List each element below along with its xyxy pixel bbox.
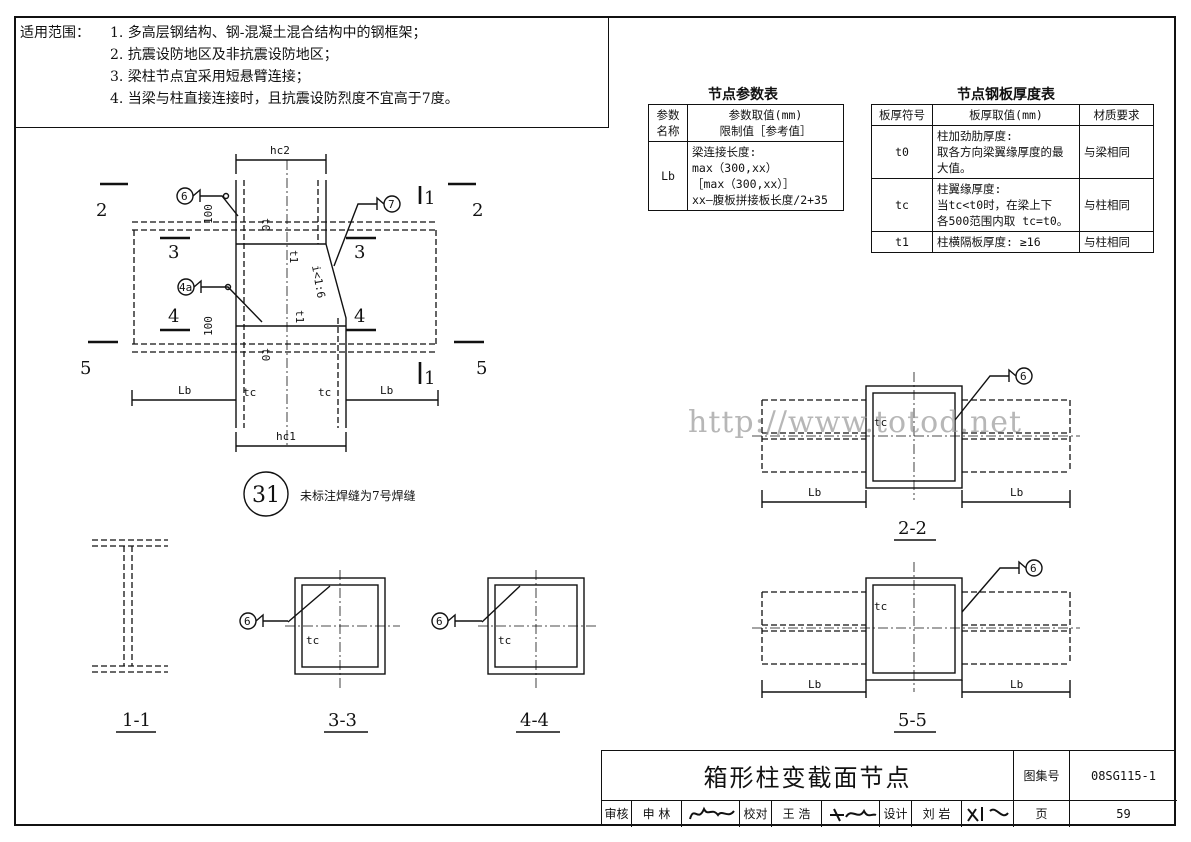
reviewer-name: 申 林 [632,801,682,827]
section-mark-4-right: 4 [354,306,365,327]
label-tc: tc [498,634,511,647]
scope-line-2: 2. 抗震设防地区及非抗震设防地区； [110,47,338,63]
dim-hc1: hc1 [276,430,296,443]
node-number-circle [243,471,289,517]
weld-callout-7: 7 [388,198,395,211]
scope-notes: 适用范围： 1. 多高层钢结构、钢-混凝土混合结构中的钢框架； 2. 抗震设防地… [14,16,609,128]
dim-lb-left: Lb [178,384,191,397]
section-4-4: 6 tc 4-4 [431,570,598,733]
weld-callout-4a: 4a [179,281,192,294]
label-t0-top: t0 [259,218,272,231]
weld-callout-6: 6 [1030,562,1037,575]
section-mark-3-right: 3 [354,242,365,263]
plate-row-desc: 柱翼缘厚度: [937,182,1002,196]
scope-line-4: 4. 当梁与柱直接连接时，且抗震设防烈度不宜高于7度。 [110,91,459,107]
section-mark-2-left: 2 [96,200,107,221]
weld-note: 未标注焊缝为7号焊缝 [300,488,416,503]
section-label-3-3: 3-3 [328,710,357,731]
drawing-frame [14,16,1176,826]
dim-lb-right: Lb [380,384,393,397]
plate-table: 板厚符号 板厚取值(mm) 材质要求 t0 柱加劲肋厚度:取各方向梁翼缘厚度的最… [871,104,1154,253]
dim-hc2: hc2 [270,144,290,157]
param-table-title: 节点参数表 [708,87,778,103]
checker-signature [822,801,880,827]
node-number: 31 [252,483,280,508]
label-t1-top: t1 [287,250,300,263]
atlas-number: 08SG115-1 [1070,751,1177,801]
weld-callout-6: 6 [244,615,251,628]
section-mark-2-right: 2 [472,200,483,221]
dim-lb-left: Lb [808,486,821,499]
plate-row-desc: 当tc<t0时，在梁上下 [937,198,1053,212]
reviewer-signature [682,801,740,827]
review-label: 审核 [602,801,632,827]
label-tc: tc [306,634,319,647]
scope-heading: 适用范围： [20,25,90,41]
section-label-4-4: 4-4 [520,710,549,731]
section-label-1-1: 1-1 [122,710,151,731]
page-label: 页 [1014,801,1070,827]
dim-lb-right: Lb [1010,486,1023,499]
plate-row-material: 与梁相同 [1079,125,1154,179]
param-header-limit: 限制值［参考值］ [719,124,812,138]
section-mark-1-bottom: 1 [424,368,435,389]
label-tc: tc [874,416,887,429]
plate-table-title: 节点钢板厚度表 [957,87,1055,103]
section-2-2: 6 tc Lb Lb 2-2 [752,367,1080,541]
label-tc-right: tc [318,386,331,399]
atlas-label: 图集号 [1014,751,1070,801]
dim-100-bottom: 100 [202,316,215,336]
param-value-line-1: 梁连接长度: [692,145,757,159]
page-number: 59 [1116,807,1131,821]
section-1-1: 1-1 [92,539,168,733]
param-value-line-4: xx—腹板拼接板长度/2+35 [692,193,828,207]
section-mark-5-right: 5 [476,358,487,379]
section-mark-4-left: 4 [168,306,179,327]
designer-name: 刘 岩 [912,801,962,827]
plate-row-material: 与柱相同 [1079,178,1154,232]
param-header-value: 参数取值(mm) [728,108,803,122]
scope-line-1: 1. 多高层钢结构、钢-混凝土混合结构中的钢框架； [110,25,427,41]
section-mark-5-left: 5 [80,358,91,379]
dim-100-top: 100 [202,204,215,224]
designer-signature [962,801,1014,827]
param-table: 参数名称 参数取值(mm)限制值［参考值］ Lb 梁连接长度: max（300,… [648,104,844,211]
plate-row-desc: 柱加劲肋厚度: [937,129,1013,143]
checker-name: 王 浩 [772,801,822,827]
plate-row-desc: 柱横隔板厚度: ≥16 [932,231,1080,253]
param-name-lb: Lb [648,141,688,211]
plate-header-value: 板厚取值(mm) [932,104,1080,126]
plate-row-desc: 各500范围内取 tc=t0。 [937,214,1069,228]
scope-line-3: 3. 梁柱节点宜采用短悬臂连接； [110,69,310,85]
elevation-view: hc2 hc1 Lb Lb tc tc t0 t0 t1 t1 100 100 … [80,144,487,452]
label-t0-bottom: t0 [259,348,272,361]
dim-lb-right: Lb [1010,678,1023,691]
dim-lb-left: Lb [808,678,821,691]
param-value-line-2: max（300,xx） [692,161,778,175]
section-mark-3-left: 3 [168,242,179,263]
check-label: 校对 [740,801,772,827]
drawing-title: 箱形柱变截面节点 [703,764,912,792]
section-label-2-2: 2-2 [898,518,927,539]
section-5-5: 6 tc Lb Lb 5-5 [752,559,1080,733]
title-block: 箱形柱变截面节点 图集号 08SG115-1 审核 申 林 校对 王 浩 设计 … [601,750,1177,827]
plate-row-desc: 取各方向梁翼缘厚度的最 [937,145,1064,159]
weld-callout-6: 6 [436,615,443,628]
param-value-line-3: ［max（300,xx）］ [692,177,795,191]
plate-row-symbol: tc [871,178,933,232]
label-tc: tc [874,600,887,613]
section-3-3: 6 tc 3-3 [239,570,400,733]
section-label-5-5: 5-5 [898,710,927,731]
label-t1-bottom: t1 [293,310,306,323]
weld-callout-6: 6 [1020,370,1027,383]
plate-row-desc: 大值。 [937,161,972,175]
section-mark-1-top: 1 [424,188,435,209]
plate-row-material: 与柱相同 [1079,231,1154,253]
watermark-text: http://www.totod.net [688,405,1022,440]
design-label: 设计 [880,801,912,827]
label-slope: i<1:6 [309,264,328,299]
label-tc-left: tc [243,386,256,399]
weld-callout-6: 6 [181,190,188,203]
